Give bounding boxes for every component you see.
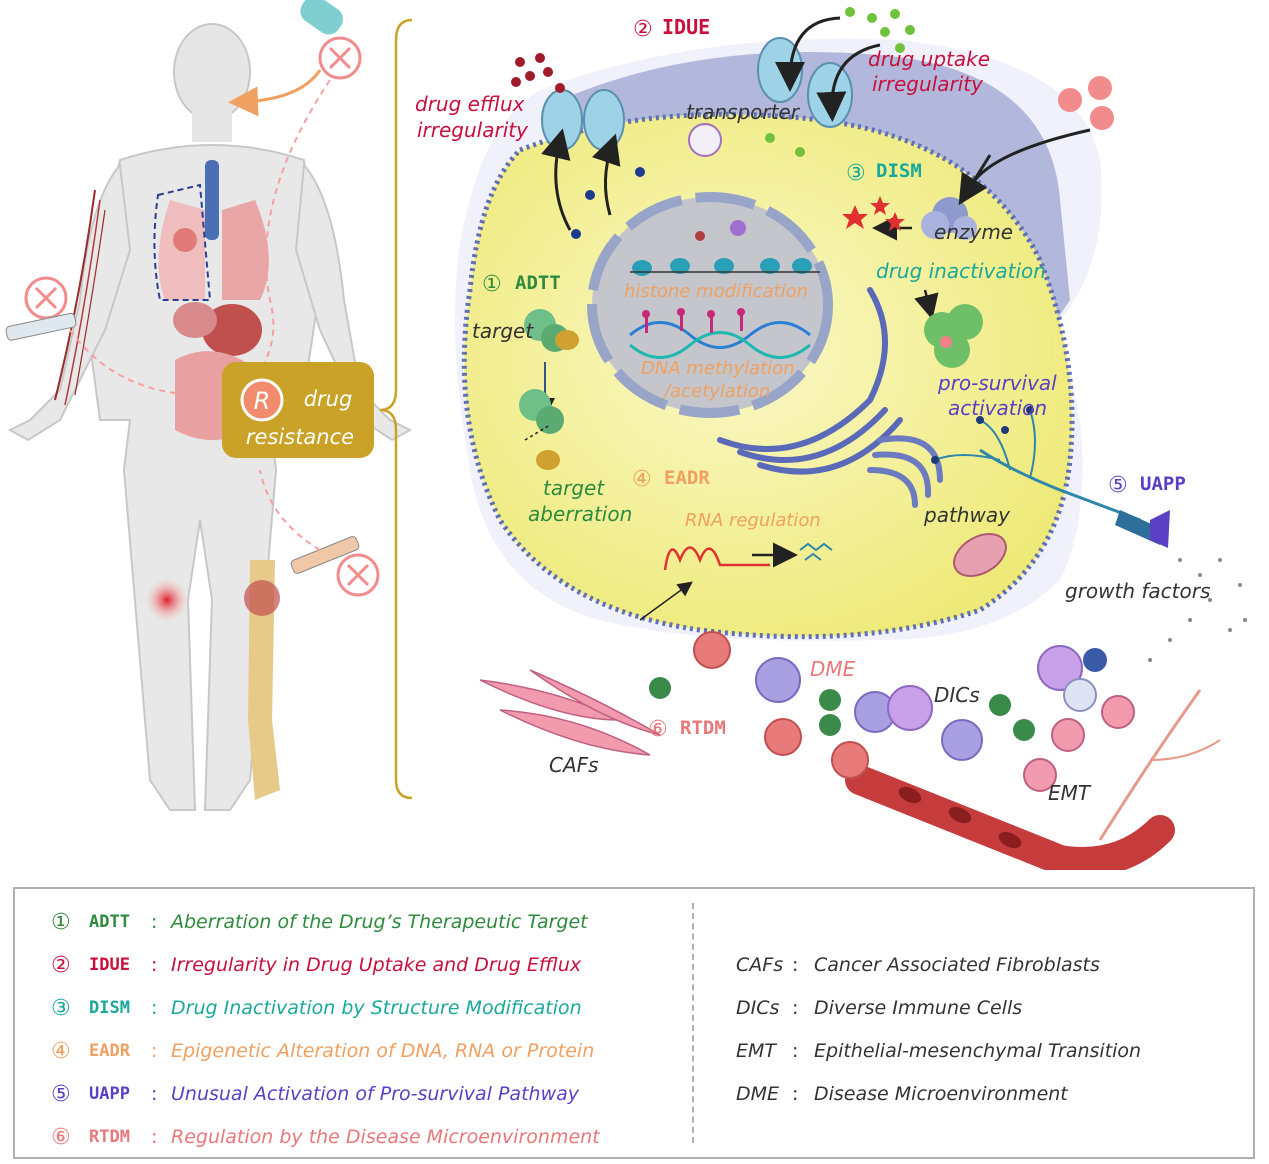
cell — [455, 38, 1102, 641]
rtdm-number: ⑥ — [648, 717, 668, 742]
legend-description: Diverse Immune Cells — [814, 997, 1023, 1019]
efflux-label-2: irregularity — [417, 118, 529, 142]
legend-right-row: EMT: Epithelial-mesenchymal Transition — [736, 1036, 1141, 1066]
histone-label: histone modification — [624, 281, 808, 302]
uptake-label-1: drug uptake — [868, 47, 990, 71]
dme-label: DME — [810, 657, 856, 681]
legend-abbreviation: EADR — [89, 1041, 130, 1061]
legend-abbreviation: CAFs — [736, 954, 784, 976]
rtdm-code: RTDM — [680, 717, 726, 739]
legend-colon: : — [151, 1083, 158, 1105]
legend-left-row: ⑤ UAPP: Unusual Activation of Pro-survival… — [51, 1079, 579, 1109]
legend-description: Regulation by the Disease Microenvironme… — [171, 1126, 600, 1148]
human-body — [5, 0, 413, 811]
enzyme-graphic — [842, 128, 1091, 368]
legend-description: Disease Microenvironment — [814, 1083, 1068, 1105]
target-graphic — [519, 309, 579, 470]
prosurvival-label-2: activation — [948, 396, 1047, 420]
legend-description: Epithelial-mesenchymal Transition — [814, 1040, 1142, 1062]
legend-abbreviation: EMT — [736, 1040, 777, 1062]
legend-right-row: DICs: Diverse Immune Cells — [736, 993, 1022, 1023]
dics-label: DICs — [934, 683, 980, 707]
eadr-code: EADR — [664, 467, 710, 489]
legend-description: Drug Inactivation by Structure Modificat… — [171, 997, 582, 1019]
enzyme-label: enzyme — [934, 220, 1013, 244]
transporter-label: transporter — [686, 100, 801, 124]
uapp-number: ⑤ — [1108, 473, 1128, 498]
diagram-figure: R drug resistance — [5, 0, 1247, 870]
dism-number: ③ — [846, 161, 866, 186]
legend-colon: : — [151, 954, 158, 976]
idue-code: IDUE — [662, 15, 710, 39]
legend-number: ② — [51, 952, 71, 978]
legend-abbreviation: DISM — [89, 998, 130, 1018]
target-label: target — [472, 319, 534, 343]
legend-description: Cancer Associated Fibroblasts — [814, 954, 1100, 976]
emt-label: EMT — [1048, 781, 1092, 805]
dna-label-1: DNA methylation — [641, 358, 795, 379]
legend-description: Unusual Activation of Pro-survival Pathw… — [171, 1083, 579, 1105]
legend-colon: : — [151, 911, 158, 933]
legend-number: ④ — [51, 1038, 71, 1064]
legend-left-row: ③ DISM: Drug Inactivation by Structure Mod… — [51, 993, 582, 1023]
legend-right-row: DME: Disease Microenvironment — [736, 1079, 1068, 1109]
legend-colon: : — [792, 954, 799, 976]
signal-graphic — [931, 406, 1247, 662]
uptake-label-2: irregularity — [872, 72, 984, 96]
transporters — [511, 7, 1114, 239]
legend-description: Epigenetic Alteration of DNA, RNA or Pro… — [171, 1040, 595, 1062]
bracket — [379, 18, 413, 800]
legend-colon: : — [792, 997, 799, 1019]
legend-left-row: ④ EADR: Epigenetic Alteration of DNA, RNA … — [51, 1036, 594, 1066]
legend-abbreviation: RTDM — [89, 1127, 130, 1147]
legend-left-row: ⑥ RTDM: Regulation by the Disease Microenv… — [51, 1122, 600, 1152]
legend-abbreviation: UAPP — [89, 1084, 130, 1104]
badge-letter: R — [254, 387, 271, 415]
efflux-label-1: drug efflux — [415, 92, 525, 116]
target-aberration-label-1: target — [543, 476, 605, 500]
legend-colon: : — [792, 1083, 799, 1105]
legend-description: Irregularity in Drug Uptake and Drug Eff… — [171, 954, 582, 976]
legend-abbreviation: IDUE — [89, 955, 130, 975]
badge-line1: drug — [304, 387, 353, 411]
labels: ② IDUE drug efflux irregularity drug upt… — [415, 15, 1210, 805]
uapp-code: UAPP — [1140, 473, 1186, 495]
legend-colon: : — [151, 1040, 158, 1062]
legend-number: ① — [51, 909, 71, 935]
legend-number: ⑤ — [51, 1081, 71, 1107]
legend-divider — [692, 903, 694, 1143]
legend-colon: : — [151, 1126, 158, 1148]
legend-right-row: CAFs: Cancer Associated Fibroblasts — [736, 950, 1100, 980]
drug-inactivation-label: drug inactivation — [876, 259, 1046, 283]
dism-code: DISM — [876, 160, 922, 182]
legend-number: ⑥ — [51, 1124, 71, 1150]
drug-resistance-badge: R drug resistance — [222, 362, 374, 458]
badge-line2: resistance — [246, 425, 354, 449]
legend-colon: : — [151, 997, 158, 1019]
legend-abbreviation: DME — [736, 1083, 780, 1105]
legend-abbreviation: ADTT — [89, 912, 130, 932]
legend-left-row: ② IDUE: Irregularity in Drug Uptake and Dr… — [51, 950, 581, 980]
cafs-label: CAFs — [549, 753, 599, 777]
rna-label: RNA regulation — [685, 510, 821, 531]
legend-abbreviation: DICs — [736, 997, 780, 1019]
adtt-code: ADTT — [515, 272, 561, 294]
target-aberration-label-2: aberration — [528, 502, 632, 526]
idue-number: ② — [633, 17, 653, 42]
legend-number: ③ — [51, 995, 71, 1021]
legend-left-row: ① ADTT: Aberration of the Drug’s Therapeut… — [51, 907, 588, 937]
prosurvival-label-1: pro-survival — [937, 371, 1057, 395]
legend-colon: : — [792, 1040, 799, 1062]
pathway-label: pathway — [923, 503, 1011, 527]
dna-label-2: /acetylation — [662, 381, 770, 402]
growth-factors-label: growth factors — [1065, 579, 1210, 603]
eadr-number: ④ — [632, 467, 652, 492]
rna-graphic — [639, 542, 833, 621]
legend-description: Aberration of the Drug’s Therapeutic Tar… — [171, 911, 588, 933]
adtt-number: ① — [482, 272, 502, 297]
legend-box: ① ADTT: Aberration of the Drug’s Therapeut… — [13, 887, 1255, 1159]
microenvironment-graphic — [479, 631, 1221, 870]
